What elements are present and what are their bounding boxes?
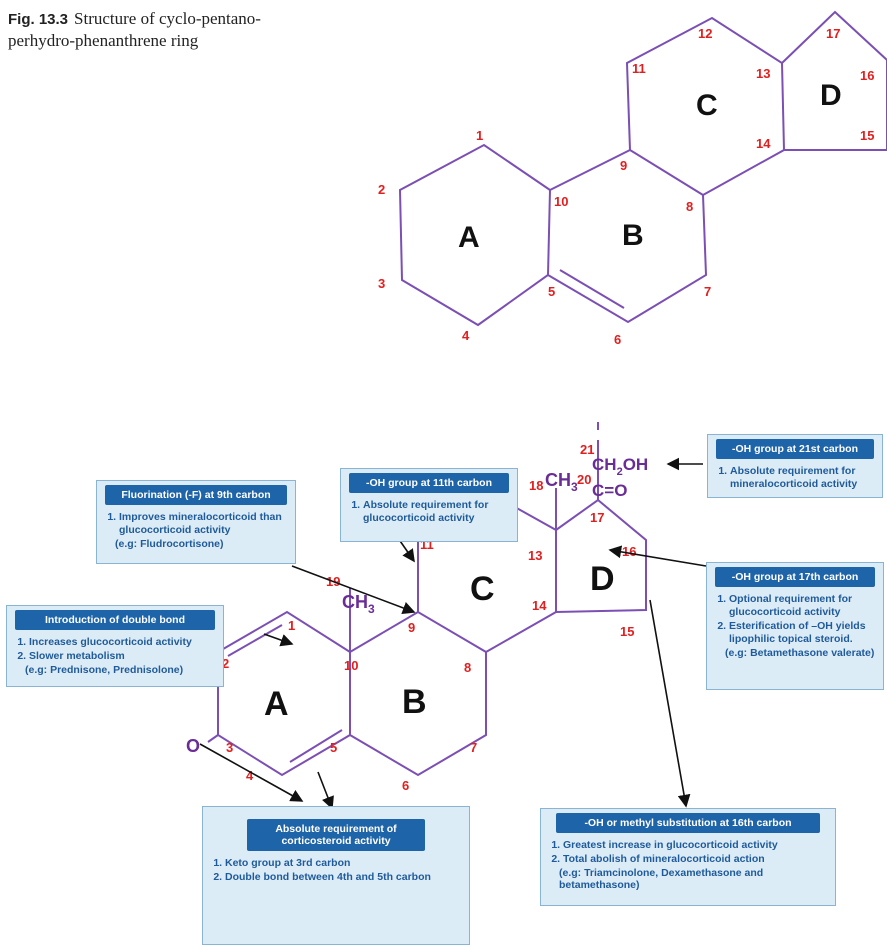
top-carbon-17: 17	[826, 26, 840, 41]
arrow-keto	[199, 743, 304, 802]
bottom-carbon-1: 1	[288, 618, 295, 633]
bottom-ring-d-bonds	[555, 498, 647, 613]
top-ring-c-bonds	[625, 16, 786, 196]
bottom-steroid-skeleton	[207, 422, 647, 777]
annotation-fluorination-heading: Fluorination (-F) at 9th carbon	[105, 485, 287, 505]
top-carbon-12: 12	[698, 26, 712, 41]
top-carbon-16: 16	[860, 68, 874, 83]
bottom-methyl-19: CH3	[342, 592, 375, 616]
annotation-fluorination: Fluorination (-F) at 9th carbon Improves…	[96, 480, 296, 564]
arrow-fluorination	[291, 565, 416, 615]
annotation-absolute-item-1: Keto group at 3rd carbon	[225, 857, 461, 870]
annotation-oh16-example: (e.g: Triamcinolone, Dexamethasone and b…	[559, 867, 764, 891]
annotation-oh17-heading: -OH group at 17th carbon	[715, 567, 875, 587]
annotation-oh17: -OH group at 17th carbon Optional requir…	[706, 562, 884, 690]
bottom-keto-oxygen: O	[186, 736, 200, 756]
bottom-keto-bond	[207, 734, 219, 743]
top-carbon-5: 5	[548, 284, 555, 299]
bottom-carbon-13: 13	[528, 548, 542, 563]
bottom-ring-label-b: B	[402, 683, 427, 721]
annotation-oh21-item: Absolute requirement for mineralocortico…	[730, 465, 874, 491]
bottom-carbon-18: 18	[529, 478, 543, 493]
bottom-double-bond-1-2	[227, 624, 283, 657]
annotation-oh11-heading: -OH group at 11th carbon	[349, 473, 509, 493]
annotation-double-bond-item-2: Slower metabolism	[29, 650, 215, 663]
annotation-absolute-heading: Absolute requirement of corticosteroid a…	[247, 819, 425, 851]
annotation-double-bond-example: (e.g: Prednisone, Prednisolone)	[25, 664, 184, 676]
top-ring-label-c: C	[696, 89, 718, 122]
bottom-carbon-6: 6	[402, 778, 409, 793]
top-ring-label-d: D	[820, 79, 842, 112]
bottom-carbon-4: 4	[246, 768, 254, 783]
bottom-ring-label-d: D	[590, 560, 615, 598]
bottom-carbon-10: 10	[344, 658, 358, 673]
annotation-oh17-item-2: Esterification of –OH yields lipophilic …	[729, 620, 875, 646]
bottom-carbon-7: 7	[470, 740, 477, 755]
top-carbon-15: 15	[860, 128, 874, 143]
top-carbon-4: 4	[462, 328, 470, 343]
bottom-carbon-16: 16	[622, 544, 636, 559]
figure-title: Structure of cyclo-pentano-perhydro-phen…	[8, 9, 261, 50]
top-carbon-11: 11	[632, 61, 646, 76]
annotation-oh11-item: Absolute requirement for glucocorticoid …	[363, 499, 509, 525]
arrow-oh17	[608, 545, 707, 567]
top-carbon-14: 14	[756, 136, 771, 151]
bottom-ring-c-bonds	[417, 490, 557, 653]
top-ring-b-bonds	[547, 148, 708, 324]
annotation-fluorination-item: Improves mineralocorticoid than glucocor…	[119, 511, 287, 537]
bottom-carbon-20: 20	[577, 472, 591, 487]
top-ring-label-a: A	[458, 221, 480, 254]
bottom-methyl-18: CH3	[545, 470, 578, 494]
top-carbon-6: 6	[614, 332, 621, 347]
annotation-absolute-item-2: Double bond between 4th and 5th carbon	[225, 871, 461, 884]
top-ring-label-b: B	[622, 219, 644, 252]
arrow-oh16	[649, 599, 691, 808]
annotation-oh16-heading: -OH or methyl substitution at 16th carbo…	[556, 813, 820, 833]
top-carbon-9: 9	[620, 158, 627, 173]
annotation-oh16-item-1: Greatest increase in glucocorticoid acti…	[563, 839, 827, 852]
top-carbon-3: 3	[378, 276, 385, 291]
annotation-oh21-heading: -OH group at 21st carbon	[716, 439, 874, 459]
top-ring-d-bonds	[781, 10, 887, 151]
bottom-carbon-8: 8	[464, 660, 471, 675]
bottom-c21-hydroxymethyl: CH2OH	[592, 455, 648, 478]
bottom-carbon-9: 9	[408, 620, 415, 635]
annotation-oh11: -OH group at 11th carbon Absolute requir…	[340, 468, 518, 542]
arrow-double-bond-4-5	[317, 771, 334, 810]
arrow-double-bond	[263, 633, 294, 647]
top-double-bond-5-6	[559, 269, 625, 309]
annotation-double-bond: Introduction of double bond Increases gl…	[6, 605, 224, 687]
bottom-ring-label-a: A	[264, 685, 289, 723]
annotation-oh17-example: (e.g: Betamethasone valerate)	[725, 647, 875, 659]
annotation-fluorination-example: (e.g: Fludrocortisone)	[115, 538, 224, 550]
annotation-double-bond-heading: Introduction of double bond	[15, 610, 215, 630]
annotation-double-bond-item-1: Increases glucocorticoid activity	[29, 636, 215, 649]
bottom-ring-label-c: C	[470, 570, 495, 608]
annotation-oh21: -OH group at 21st carbon Absolute requir…	[707, 434, 883, 498]
annotation-oh16: -OH or methyl substitution at 16th carbo…	[540, 808, 836, 906]
top-carbon-8: 8	[686, 199, 693, 214]
annotation-oh16-item-2: Total abolish of mineralocorticoid actio…	[563, 853, 827, 866]
top-steroid-skeleton	[398, 10, 887, 327]
bottom-carbon-3: 3	[226, 740, 233, 755]
top-carbon-13: 13	[756, 66, 770, 81]
bottom-double-bond-4-5	[289, 729, 343, 763]
bottom-ring-b-bonds	[349, 610, 487, 777]
annotation-absolute: Absolute requirement of corticosteroid a…	[202, 806, 470, 945]
bottom-carbon-17: 17	[590, 510, 604, 525]
bottom-carbon-2: 2	[222, 656, 229, 671]
bottom-carbon-15: 15	[620, 624, 634, 639]
bottom-carbon-14: 14	[532, 598, 547, 613]
bottom-c20-carbonyl: C=O	[592, 481, 627, 500]
top-carbon-2: 2	[378, 182, 385, 197]
top-carbon-7: 7	[704, 284, 711, 299]
bottom-carbon-21: 21	[580, 442, 594, 457]
top-carbon-10: 10	[554, 194, 568, 209]
figure-number: Fig. 13.3	[8, 11, 69, 28]
bottom-carbon-5: 5	[330, 740, 337, 755]
top-carbon-1: 1	[476, 128, 483, 143]
annotation-oh17-item-1: Optional requirement for glucocorticoid …	[729, 593, 875, 619]
